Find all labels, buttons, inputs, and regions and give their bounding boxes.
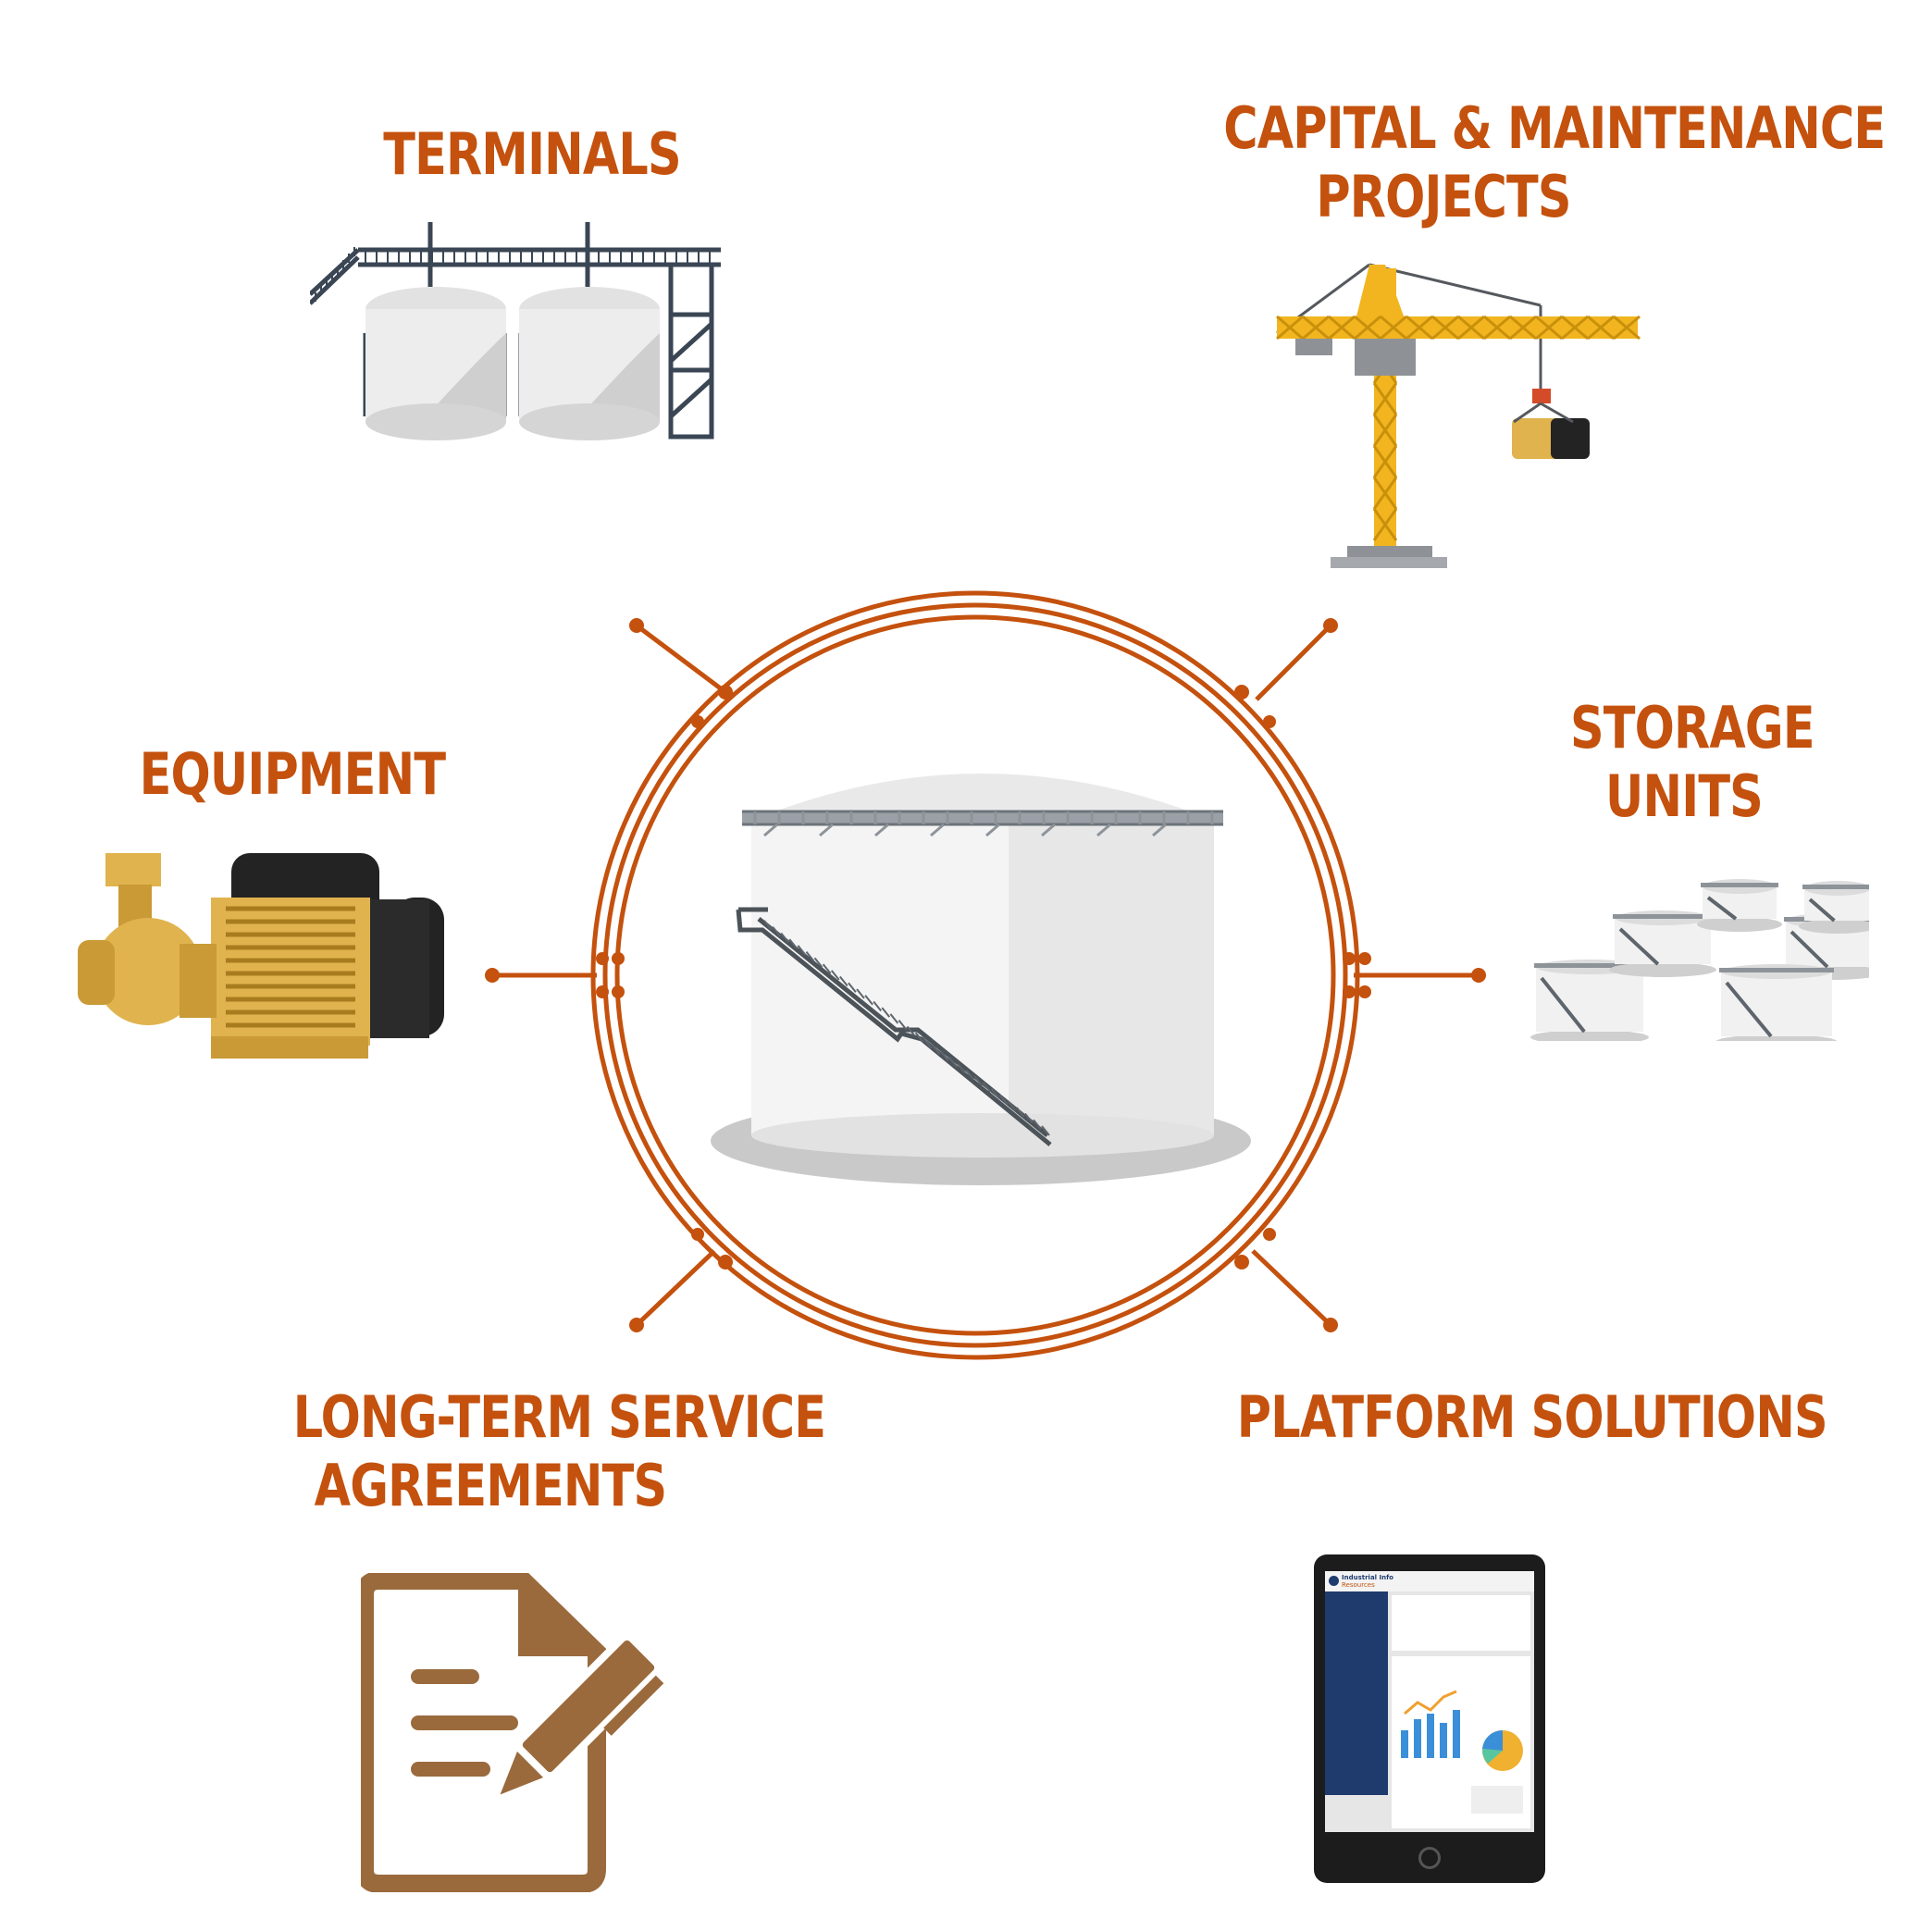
tablet-sidebar bbox=[1325, 1591, 1388, 1795]
label-terminals: TERMINALS bbox=[362, 120, 703, 189]
pump-icon bbox=[78, 853, 444, 1059]
tablet-header: Industrial Info Resources bbox=[1325, 1571, 1534, 1591]
label-line: STORAGE bbox=[1570, 694, 1815, 762]
label-storage-units: STORAGE UNITS bbox=[1570, 694, 1815, 831]
label-line: PLATFORM SOLUTIONS bbox=[1236, 1383, 1828, 1451]
terminal-tanks-icon bbox=[310, 222, 721, 440]
label-line: UNITS bbox=[1605, 762, 1764, 830]
home-button[interactable] bbox=[1418, 1847, 1441, 1869]
label-service-agreements: LONG-TERM SERVICE AGREEMENTS bbox=[292, 1383, 826, 1520]
signed-document-icon bbox=[361, 1573, 664, 1892]
tablet-screen: Industrial Info Resources bbox=[1325, 1571, 1534, 1832]
label-line: PROJECTS bbox=[1316, 163, 1571, 230]
brand-logo-icon bbox=[1329, 1576, 1339, 1586]
brand-name: Industrial Info bbox=[1342, 1574, 1393, 1581]
tablet-card-top bbox=[1392, 1595, 1530, 1651]
tank-unit bbox=[1715, 964, 1838, 1041]
tablet-card-main bbox=[1392, 1656, 1530, 1828]
tank-unit bbox=[1697, 879, 1782, 932]
brand-subname: Resources bbox=[1342, 1581, 1375, 1589]
label-equipment: EQUIPMENT bbox=[139, 740, 446, 809]
label-capital-maintenance: CAPITAL & MAINTENANCE PROJECTS bbox=[1223, 94, 1886, 231]
tower-crane-icon bbox=[1276, 263, 1641, 568]
storage-tank-icon bbox=[711, 774, 1251, 1185]
tablet-chart-icon bbox=[1401, 1690, 1523, 1814]
tank-unit bbox=[1609, 910, 1716, 977]
tablet-dashboard-icon: Industrial Info Resources bbox=[1314, 1554, 1545, 1883]
label-platform-solutions: PLATFORM SOLUTIONS bbox=[1236, 1383, 1828, 1452]
label-line: AGREEMENTS bbox=[314, 1452, 667, 1519]
label-line: LONG-TERM SERVICE bbox=[292, 1383, 826, 1451]
label-line: EQUIPMENT bbox=[139, 740, 446, 808]
tank-unit bbox=[1799, 881, 1869, 934]
label-line: CAPITAL & MAINTENANCE bbox=[1223, 94, 1886, 162]
storage-tanks-icon bbox=[1530, 879, 1869, 1041]
label-line: TERMINALS bbox=[383, 120, 681, 188]
